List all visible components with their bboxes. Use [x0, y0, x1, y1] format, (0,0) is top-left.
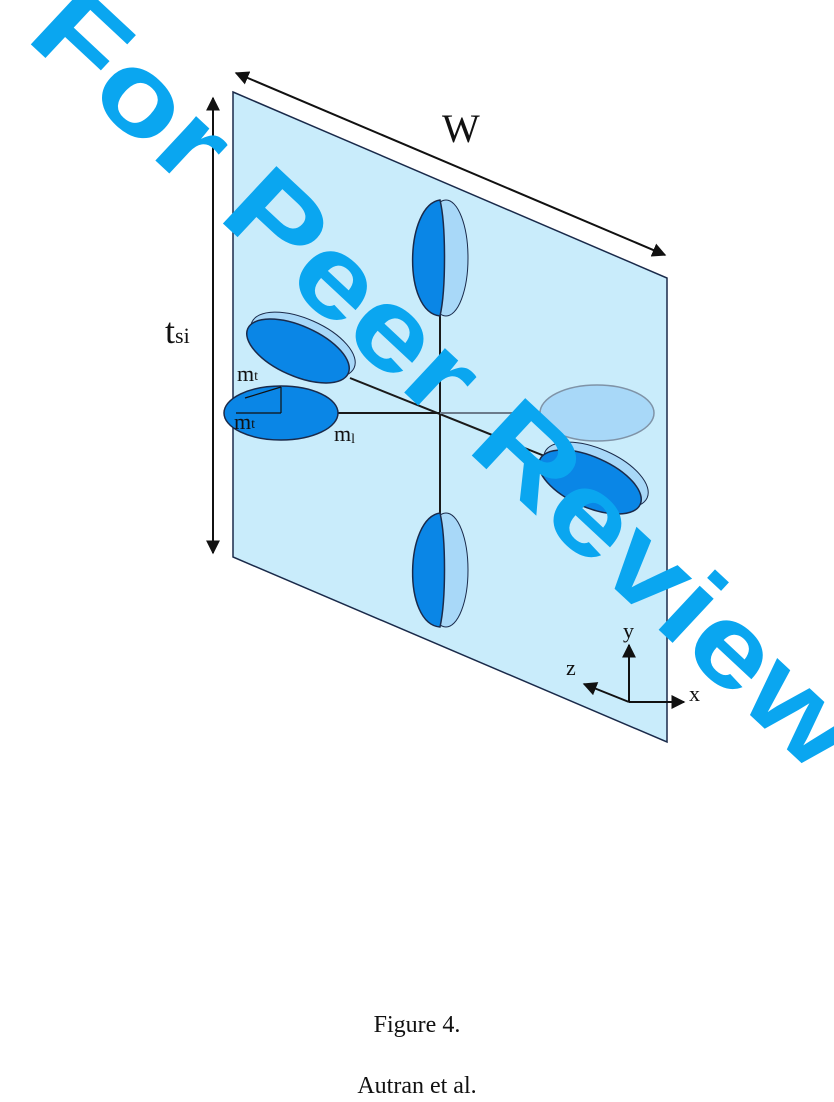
width-dimension-arrow: [234, 71, 667, 257]
mass-label-transverse-top: mt: [237, 361, 258, 386]
ellipsoid-bottom: [411, 512, 469, 628]
mass-label-longitudinal-sub: l: [351, 432, 355, 447]
axis-label-x: x: [689, 681, 700, 706]
thickness-label-main: t: [165, 311, 175, 351]
ellipsoid-left: [223, 385, 339, 441]
mass-label-transverse-inner-sub: t: [251, 417, 255, 432]
figure-caption: Figure 4.: [373, 1012, 461, 1038]
mass-label-longitudinal-main: m: [334, 421, 351, 446]
thickness-label: tsi: [165, 311, 190, 351]
axis-label-y: y: [623, 618, 634, 643]
thickness-label-sub: si: [175, 323, 190, 348]
mass-transverse-oblique-tick: [244, 386, 282, 399]
width-label: W: [442, 106, 480, 151]
mass-label-transverse-inner: mt: [234, 409, 255, 434]
ellipsoid-lower-right: [537, 441, 649, 515]
ellipsoid-upper-left: [245, 311, 356, 384]
ellipsoid-top: [411, 199, 469, 317]
ellipsoid-right: [539, 384, 655, 442]
mass-label-transverse-top-sub: t: [254, 369, 258, 384]
axis-oblique-line: [349, 377, 548, 458]
axis-label-z: z: [566, 655, 576, 680]
mass-label-longitudinal: ml: [334, 421, 355, 447]
coordinate-axes: y x z: [566, 618, 700, 709]
mass-label-transverse-top-main: m: [237, 361, 254, 386]
figure-authors: Autran et al.: [357, 1073, 477, 1099]
mass-label-transverse-inner-main: m: [234, 409, 251, 434]
